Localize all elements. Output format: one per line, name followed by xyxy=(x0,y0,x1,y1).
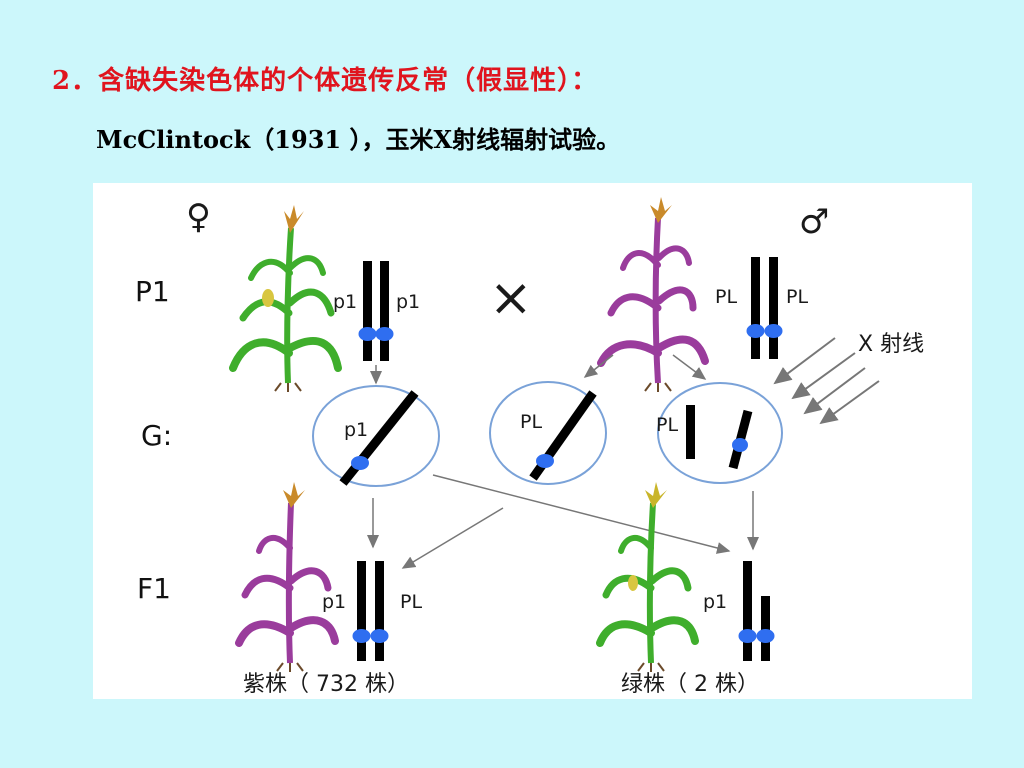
parent-to-gamete-arrows xyxy=(370,354,707,385)
genetics-diagram: ♀ ♂ P1 G: F1 × p1 p1 xyxy=(135,197,924,697)
cross-icon: × xyxy=(489,268,533,328)
generation-label-g: G: xyxy=(141,419,172,452)
xray-arrows xyxy=(773,337,880,425)
female-symbol-icon: ♀ xyxy=(186,197,211,237)
xray-label: X 射线 xyxy=(858,332,924,357)
male-allele-left: PL xyxy=(715,286,737,308)
gamete-female-allele: p1 xyxy=(344,419,368,441)
gamete-to-offspring-arrows xyxy=(367,474,759,569)
male-allele-right: PL xyxy=(786,286,808,308)
offspring-purple-allele-left: p1 xyxy=(322,591,346,613)
gamete-male-normal: PL xyxy=(489,381,607,485)
offspring-purple-caption: 紫株（ 732 株） xyxy=(243,672,409,697)
female-parent-chromosomes: p1 p1 xyxy=(333,261,420,361)
offspring-green-allele-left: p1 xyxy=(703,591,727,613)
male-parent-plant xyxy=(597,197,709,392)
gamete-male-broken: PL xyxy=(656,382,783,484)
offspring-green-plant xyxy=(596,482,699,672)
female-allele-left: p1 xyxy=(333,291,357,313)
offspring-green-caption: 绿株（ 2 株） xyxy=(621,672,759,697)
female-parent-plant xyxy=(229,205,342,392)
generation-label-p1: P1 xyxy=(135,275,170,308)
generation-label-f1: F1 xyxy=(137,572,171,605)
gamete-male-normal-allele: PL xyxy=(520,411,542,433)
offspring-purple-chromosomes: p1 PL xyxy=(322,561,422,661)
male-parent-chromosomes: PL PL xyxy=(715,257,808,359)
offspring-purple-plant xyxy=(235,482,339,672)
female-allele-right: p1 xyxy=(396,291,420,313)
offspring-green-chromosomes: p1 xyxy=(703,561,775,661)
gamete-female: p1 xyxy=(312,385,440,487)
slide-heading: 2．含缺失染色体的个体遗传反常（假显性）： xyxy=(52,66,599,96)
male-symbol-icon: ♂ xyxy=(799,202,829,242)
diagram-panel: ♀ ♂ P1 G: F1 × p1 p1 xyxy=(93,183,972,699)
gamete-male-broken-allele: PL xyxy=(656,414,678,436)
slide-subheading: McClintock（1931 ），玉米X射线辐射试验。 xyxy=(96,125,621,154)
offspring-purple-allele-right: PL xyxy=(400,591,422,613)
